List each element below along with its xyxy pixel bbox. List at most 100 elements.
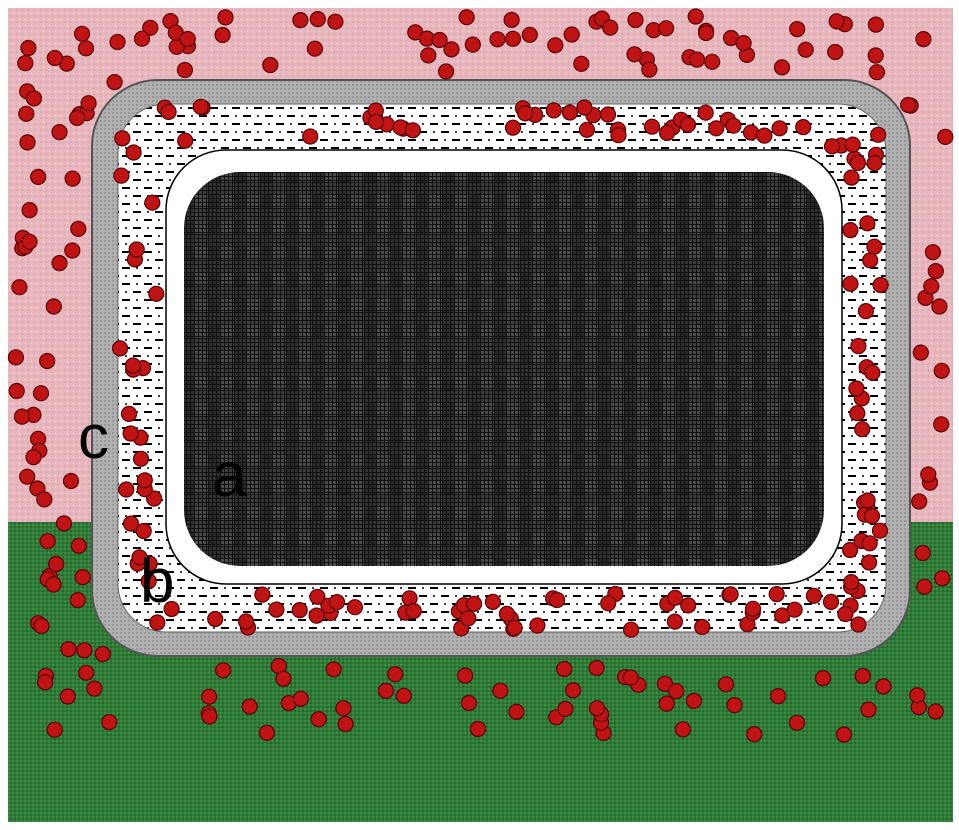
particle <box>47 722 62 737</box>
particle <box>771 689 786 704</box>
particle <box>746 601 761 616</box>
particle <box>645 119 660 134</box>
particle <box>860 493 875 508</box>
particle <box>136 524 151 539</box>
particle <box>871 127 886 142</box>
particle <box>161 104 176 119</box>
particle <box>589 661 604 676</box>
particle <box>530 618 545 633</box>
particle <box>38 675 53 690</box>
particle <box>934 363 949 378</box>
particle <box>675 722 690 737</box>
particle <box>126 358 141 373</box>
particle <box>843 276 858 291</box>
particle <box>178 133 193 148</box>
particle <box>611 128 626 143</box>
particle <box>461 611 476 626</box>
particle <box>921 467 936 482</box>
particle <box>328 14 343 29</box>
particle <box>338 717 353 732</box>
particle <box>303 129 318 144</box>
particle <box>915 546 930 561</box>
particle <box>114 168 129 183</box>
particle <box>627 47 642 62</box>
particle <box>873 523 888 538</box>
particle <box>242 699 257 714</box>
particle <box>844 170 859 185</box>
particle <box>31 169 46 184</box>
particle <box>843 543 858 558</box>
particle <box>577 100 592 115</box>
particle <box>135 31 150 46</box>
particle <box>719 677 734 692</box>
particle <box>52 256 67 271</box>
particle <box>566 683 581 698</box>
particle <box>628 13 643 28</box>
particle <box>113 341 128 356</box>
particle <box>177 63 192 78</box>
particle <box>60 689 75 704</box>
particle <box>87 681 102 696</box>
particle <box>79 665 94 680</box>
particle <box>61 642 76 657</box>
particle <box>858 304 873 319</box>
particle <box>623 670 638 685</box>
particle <box>867 156 882 171</box>
particle <box>75 26 90 41</box>
particle <box>310 589 325 604</box>
particle <box>865 365 880 380</box>
particle <box>490 32 505 47</box>
particle <box>269 602 284 617</box>
particle <box>77 643 92 658</box>
label-a: a <box>212 441 247 510</box>
particle <box>699 26 714 41</box>
particle <box>259 725 274 740</box>
particle <box>70 593 85 608</box>
particle <box>938 129 953 144</box>
particle <box>347 600 362 615</box>
particle <box>193 99 208 114</box>
particle <box>467 596 482 611</box>
particle <box>837 727 852 742</box>
particle <box>849 381 864 396</box>
particle <box>459 10 474 25</box>
particle <box>698 105 713 120</box>
particle <box>690 52 705 67</box>
particle <box>843 223 858 238</box>
particle <box>828 45 843 60</box>
particle <box>709 121 724 136</box>
particle <box>239 614 254 629</box>
particle <box>46 577 61 592</box>
particle <box>75 570 90 585</box>
particle <box>669 684 684 699</box>
particle <box>574 56 589 71</box>
particle <box>705 54 720 69</box>
particle <box>557 662 572 677</box>
particle <box>40 354 55 369</box>
particle <box>558 701 573 716</box>
particle <box>21 41 36 56</box>
particle <box>110 35 125 50</box>
particle <box>432 33 447 48</box>
particle <box>695 620 710 635</box>
particle <box>19 106 34 121</box>
particle <box>873 278 888 293</box>
particle <box>71 538 86 553</box>
particle <box>396 688 411 703</box>
particle <box>95 647 110 662</box>
particle <box>311 712 326 727</box>
particle <box>868 48 883 63</box>
particle <box>668 590 683 605</box>
particle <box>20 469 35 484</box>
particle <box>57 516 72 531</box>
particle <box>928 704 943 719</box>
particle <box>37 492 52 507</box>
particle <box>876 679 891 694</box>
particle <box>34 386 49 401</box>
particle <box>855 422 870 437</box>
particle <box>844 575 859 590</box>
particle <box>65 243 80 258</box>
particle <box>70 110 85 125</box>
particle <box>102 715 117 730</box>
